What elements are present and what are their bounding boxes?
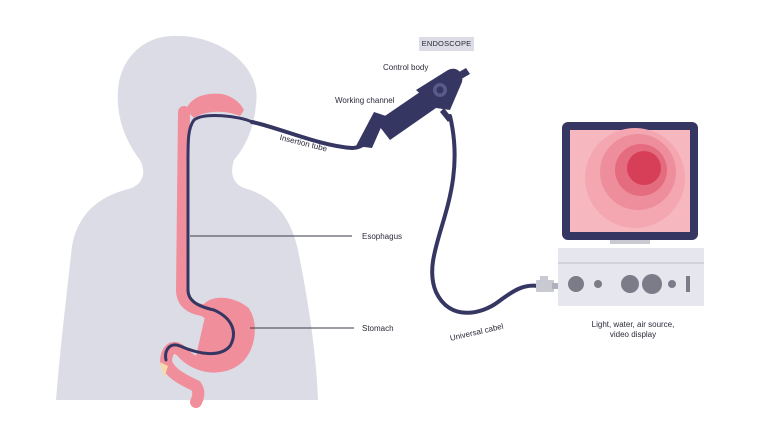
console-caption-line2: video display bbox=[609, 330, 657, 339]
working-channel-label: Working channel bbox=[335, 96, 395, 105]
scope-tip bbox=[160, 362, 168, 378]
esophagus-label: Esophagus bbox=[362, 232, 403, 241]
console-caption: Light, water, air source, video display bbox=[578, 320, 688, 340]
light-source-console bbox=[558, 248, 704, 306]
control-body-label: Control body bbox=[383, 63, 429, 72]
console-caption-line1: Light, water, air source, bbox=[591, 320, 675, 329]
video-monitor bbox=[562, 122, 698, 244]
control-body bbox=[356, 68, 470, 148]
endoscope-in-body bbox=[164, 114, 254, 362]
stomach-label: Stomach bbox=[362, 324, 394, 333]
digestive-tract bbox=[159, 93, 255, 408]
cable-connector bbox=[536, 276, 558, 292]
endoscope-title-tag: ENDOSCOPE bbox=[419, 37, 474, 51]
universal-cable bbox=[430, 114, 540, 315]
